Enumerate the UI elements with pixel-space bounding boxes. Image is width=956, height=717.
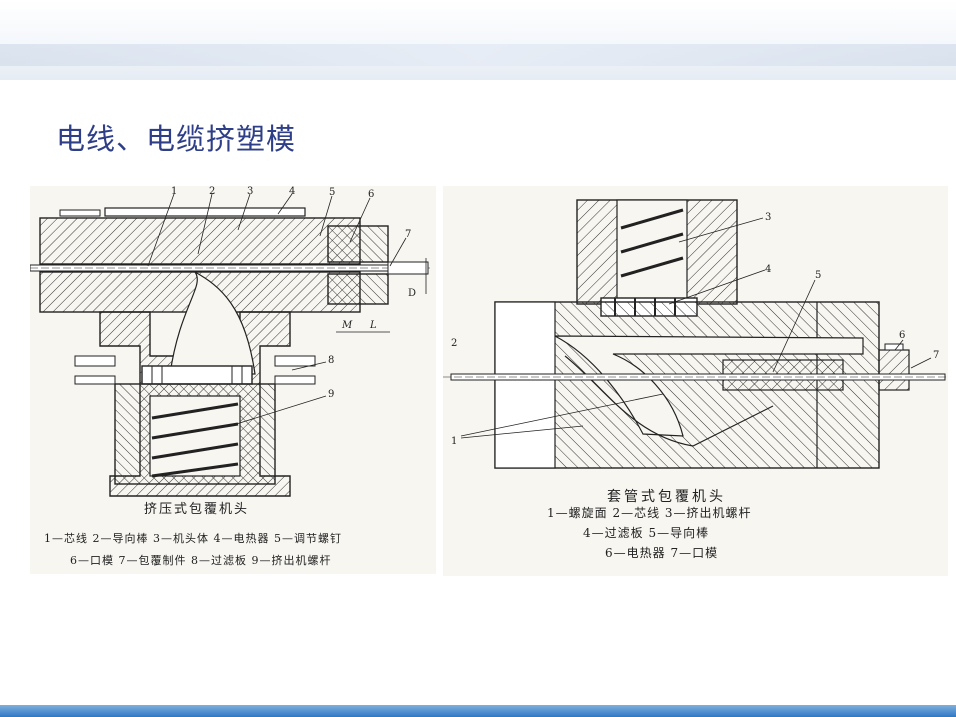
- spiral-channel: [554, 335, 864, 437]
- callout-3: 3: [765, 212, 771, 223]
- head-body-left-cap: [494, 301, 556, 469]
- flow-channel: [169, 271, 256, 375]
- dim-l-label: L: [369, 320, 377, 331]
- flange-right-2: [274, 375, 316, 385]
- heater: [884, 343, 904, 351]
- callout-2: 2: [209, 186, 215, 197]
- die: [878, 349, 910, 391]
- figure-left-legend-1: 1—芯线 2—导向棒 3—机头体 4—电热器 5—调节螺钉: [44, 532, 342, 545]
- callout-5: 5: [329, 187, 335, 198]
- callout-1: 1: [451, 436, 457, 447]
- callout-6: 6: [899, 330, 905, 341]
- figure-right-legend-1: 1—螺旋面 2—芯线 3—挤出机螺杆: [547, 506, 752, 520]
- figure-left-legend-2: 6—口模 7—包覆制件 8—过滤板 9—挤出机螺杆: [70, 554, 332, 567]
- callout-6: 6: [368, 189, 374, 200]
- footer-bar: [0, 705, 956, 717]
- callout-7: 7: [933, 350, 939, 361]
- callout-9: 9: [328, 389, 334, 400]
- dim-m-label: M: [341, 320, 353, 331]
- callout-4: 4: [289, 186, 295, 197]
- dim-d-label: D: [408, 288, 416, 299]
- heater-top: [104, 207, 306, 217]
- figure-right-title: 套管式包覆机头: [607, 489, 726, 505]
- figure-left-title: 挤压式包覆机头: [144, 502, 250, 517]
- flange-left-2: [74, 375, 116, 385]
- flange-left: [74, 355, 116, 367]
- screw-bore: [616, 199, 688, 305]
- extrusion-head-drawing: D M L 1 2 3 4 5 6 7 8 9: [30, 186, 430, 497]
- sleeve-head-drawing: 3 4 5 6 7 2 1: [443, 199, 948, 469]
- page-title: 电线、电缆挤塑模: [56, 122, 297, 156]
- flange-right: [274, 355, 316, 367]
- extruder-screw: [151, 402, 239, 478]
- callout-4: 4: [765, 264, 771, 275]
- extruder-screw: [620, 208, 684, 278]
- callout-7: 7: [405, 229, 411, 240]
- screw-bore: [149, 395, 241, 477]
- head-body-upper: [39, 217, 361, 265]
- callout-5: 5: [815, 270, 821, 281]
- header-stripe: [0, 44, 956, 66]
- header-band: [0, 0, 956, 80]
- extrusion-head-figure: D M L 1 2 3 4 5 6 7 8 9 挤压式包覆机头 1—芯线 2—导…: [30, 186, 436, 574]
- callout-3: 3: [247, 186, 253, 197]
- filter-plate: [141, 365, 253, 385]
- die-upper: [327, 225, 389, 263]
- coated-product: [387, 261, 429, 275]
- callout-1: 1: [171, 186, 177, 197]
- figure-right-legend-3: 6—电热器 7—口模: [605, 546, 719, 560]
- die-lower: [327, 273, 389, 305]
- sleeve-head-figure: 3 4 5 6 7 2 1 套管式包覆机头 1—螺旋面 2—芯线 3—挤出机螺杆…: [443, 186, 948, 576]
- figure-right-legend-2: 4—过滤板 5—导向棒: [583, 526, 710, 540]
- heater-top-left: [59, 209, 101, 217]
- callout-8: 8: [328, 355, 334, 366]
- callout-2: 2: [451, 338, 457, 349]
